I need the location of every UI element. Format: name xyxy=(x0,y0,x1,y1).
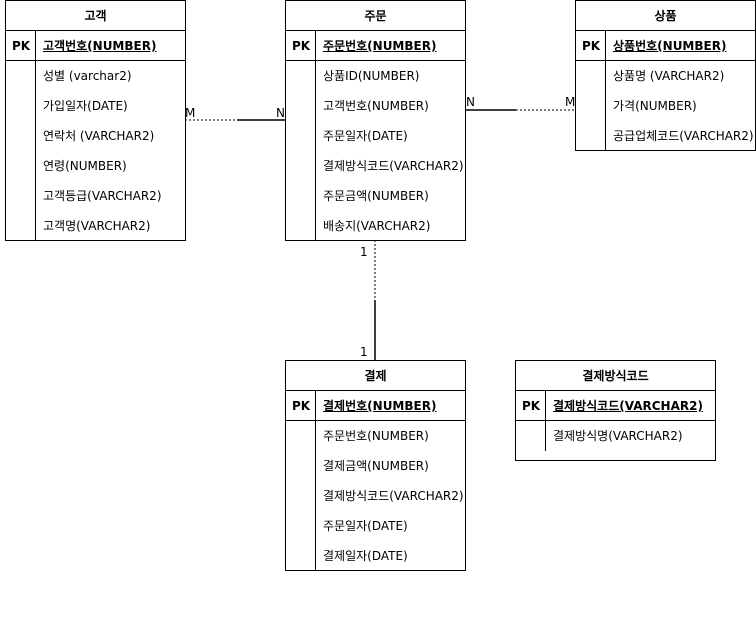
attribute-list: 결제방식명(VARCHAR2) xyxy=(516,421,715,460)
attribute: 가입일자(DATE) xyxy=(43,99,128,113)
attribute: 성별 (varchar2) xyxy=(43,69,132,83)
attribute: 주문번호(NUMBER) xyxy=(323,429,429,443)
cardinality-order-right: N xyxy=(466,95,475,109)
pk-marker: PK xyxy=(581,39,601,53)
entity-title: 결제방식코드 xyxy=(516,361,715,391)
attribute: 배송지(VARCHAR2) xyxy=(323,219,431,233)
attribute: 연락처 (VARCHAR2) xyxy=(43,129,155,143)
pk-field: 결제번호(NUMBER) xyxy=(323,399,437,413)
attribute: 가격(NUMBER) xyxy=(613,99,697,113)
pk-marker: PK xyxy=(521,399,541,413)
entity-title: 상품 xyxy=(576,1,755,31)
attribute: 결제금액(NUMBER) xyxy=(323,459,429,473)
entity-payment[interactable]: 결제 PK 결제번호(NUMBER) 주문번호(NUMBER) 결제금액(NUM… xyxy=(285,360,466,571)
attribute: 주문일자(DATE) xyxy=(323,129,408,143)
cardinality-order-left: N xyxy=(276,106,285,120)
attribute-list: 상품명 (VARCHAR2) 가격(NUMBER) 공급업체코드(VARCHAR… xyxy=(576,61,755,150)
attribute: 연령(NUMBER) xyxy=(43,159,127,173)
attribute: 결제일자(DATE) xyxy=(323,549,408,563)
entity-title: 고객 xyxy=(6,1,185,31)
attribute-list: 상품ID(NUMBER) 고객번호(NUMBER) 주문일자(DATE) 결제방… xyxy=(286,61,465,240)
attribute: 고객명(VARCHAR2) xyxy=(43,219,151,233)
entity-customer[interactable]: 고객 PK 고객번호(NUMBER) 성별 (varchar2) 가입일자(DA… xyxy=(5,0,186,241)
attribute: 고객등급(VARCHAR2) xyxy=(43,189,162,203)
cardinality-customer: M xyxy=(185,106,196,120)
cardinality-product: M xyxy=(565,95,576,109)
pk-row: PK 고객번호(NUMBER) xyxy=(6,31,185,61)
attribute: 상품ID(NUMBER) xyxy=(323,69,420,83)
pk-marker: PK xyxy=(11,39,31,53)
attribute-list: 성별 (varchar2) 가입일자(DATE) 연락처 (VARCHAR2) … xyxy=(6,61,185,240)
attribute: 주문금액(NUMBER) xyxy=(323,189,429,203)
attribute: 결제방식코드(VARCHAR2) xyxy=(323,159,464,173)
pk-field: 주문번호(NUMBER) xyxy=(323,39,437,53)
pk-field: 결제방식코드(VARCHAR2) xyxy=(553,399,703,413)
pk-field: 상품번호(NUMBER) xyxy=(613,39,727,53)
entity-title: 주문 xyxy=(286,1,465,31)
attribute-list: 주문번호(NUMBER) 결제금액(NUMBER) 결제방식코드(VARCHAR… xyxy=(286,421,465,570)
entity-product[interactable]: 상품 PK 상품번호(NUMBER) 상품명 (VARCHAR2) 가격(NUM… xyxy=(575,0,756,151)
cardinality-order-bottom: 1 xyxy=(360,245,368,259)
attribute: 고객번호(NUMBER) xyxy=(323,99,429,113)
pk-row: PK 상품번호(NUMBER) xyxy=(576,31,755,61)
pk-marker: PK xyxy=(291,399,311,413)
pk-row: PK 결제방식코드(VARCHAR2) xyxy=(516,391,715,421)
entity-payment-method[interactable]: 결제방식코드 PK 결제방식코드(VARCHAR2) 결제방식명(VARCHAR… xyxy=(515,360,716,461)
cardinality-payment-top: 1 xyxy=(360,345,368,359)
attribute: 결제방식명(VARCHAR2) xyxy=(553,429,683,443)
pk-marker: PK xyxy=(291,39,311,53)
attribute: 공급업체코드(VARCHAR2) xyxy=(613,129,754,143)
attribute: 결제방식코드(VARCHAR2) xyxy=(323,489,464,503)
entity-title: 결제 xyxy=(286,361,465,391)
pk-row: PK 주문번호(NUMBER) xyxy=(286,31,465,61)
pk-field: 고객번호(NUMBER) xyxy=(43,39,157,53)
attribute: 상품명 (VARCHAR2) xyxy=(613,69,725,83)
pk-row: PK 결제번호(NUMBER) xyxy=(286,391,465,421)
entity-order[interactable]: 주문 PK 주문번호(NUMBER) 상품ID(NUMBER) 고객번호(NUM… xyxy=(285,0,466,241)
attribute: 주문일자(DATE) xyxy=(323,519,408,533)
